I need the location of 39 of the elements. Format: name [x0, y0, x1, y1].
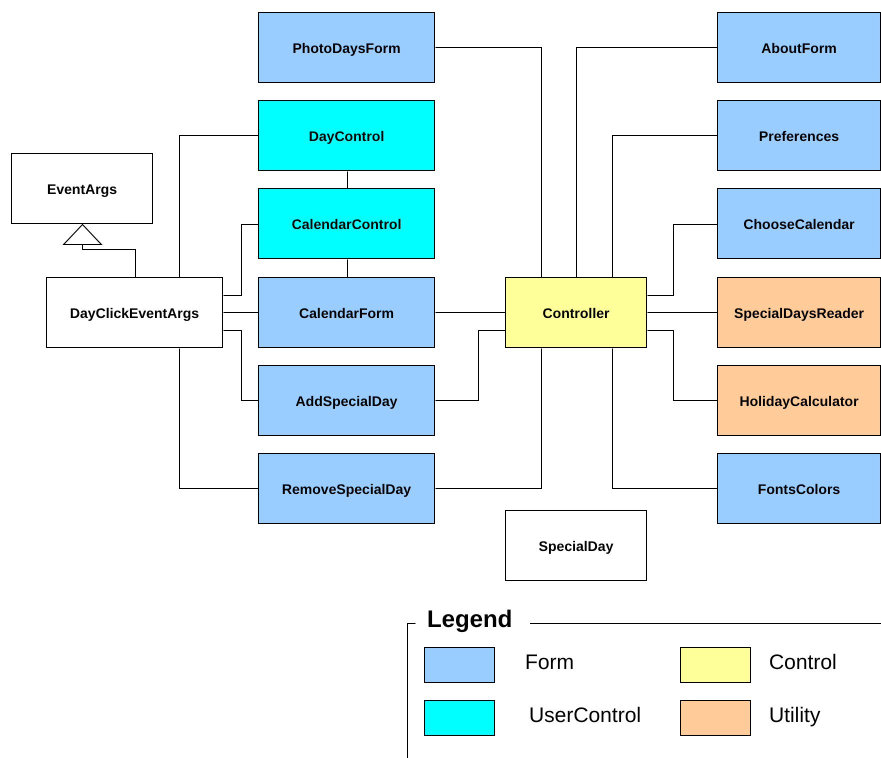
class-box: ChooseCalendar [717, 188, 881, 259]
connector-line [223, 330, 259, 401]
connector-line [347, 171, 348, 189]
class-box: RemoveSpecialDay [258, 453, 435, 524]
connector-line [647, 312, 718, 313]
class-box: CalendarControl [258, 188, 435, 259]
legend-title: Legend [427, 606, 512, 634]
connector-line [647, 330, 718, 401]
connector-line [435, 312, 506, 313]
class-box: SpecialDay [505, 510, 647, 581]
class-box: DayControl [258, 100, 435, 171]
connector-line [435, 330, 506, 401]
class-box: Preferences [717, 100, 881, 171]
class-box: SpecialDaysReader [717, 277, 881, 348]
connector-line [179, 135, 259, 278]
connector-line [576, 47, 718, 278]
connector-line [647, 224, 718, 296]
connector-line [347, 259, 348, 278]
legend-label: Utility [769, 704, 820, 728]
class-box: Controller [505, 277, 647, 348]
connector-line [223, 312, 259, 313]
legend-label: Control [769, 651, 837, 675]
connector-line [435, 348, 542, 489]
class-box: CalendarForm [258, 277, 435, 348]
connector-line [223, 224, 259, 296]
legend-label: UserControl [529, 704, 642, 728]
class-box: AboutForm [717, 12, 881, 83]
connector-line [612, 135, 718, 278]
legend-label: Form [525, 651, 574, 675]
class-box: AddSpecialDay [258, 365, 435, 436]
connector-line [612, 348, 718, 489]
class-box: DayClickEventArgs [46, 277, 223, 348]
connector-line [179, 348, 259, 489]
class-box: PhotoDaysForm [258, 12, 435, 83]
class-box: HolidayCalculator [717, 365, 881, 436]
inheritance-arrow [63, 224, 136, 278]
connector-line [435, 47, 542, 278]
class-box: EventArgs [11, 153, 153, 224]
class-box: FontsColors [717, 453, 881, 524]
